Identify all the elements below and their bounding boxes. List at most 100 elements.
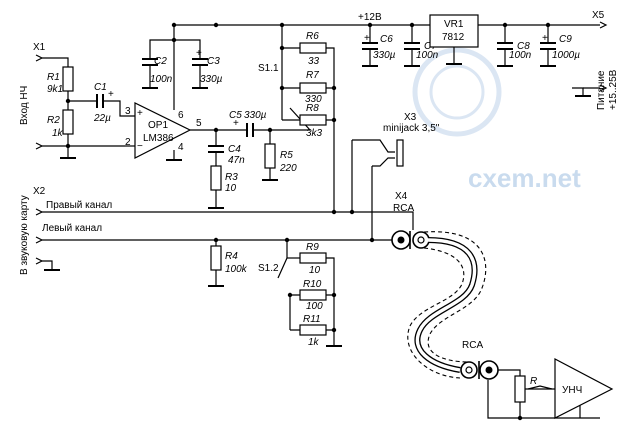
node-s11-out-1 — [331, 85, 337, 91]
c5-plus: + — [233, 118, 239, 129]
left-channel-label: Левый канал — [42, 223, 102, 234]
right-channel-label: Правый канал — [46, 200, 112, 211]
c2-ref: C2 — [154, 56, 167, 67]
r3-value: 10 — [225, 183, 237, 194]
x2-label: X2 — [33, 186, 46, 197]
resistor-r7 — [299, 82, 327, 94]
c4-ref: C4 — [228, 144, 241, 155]
x4-label: X4 — [395, 191, 408, 202]
c1-ref: C1 — [94, 82, 107, 93]
wire-c1-op — [104, 100, 135, 117]
r3-ref: R3 — [225, 172, 238, 183]
node-right-334 — [331, 209, 337, 215]
cable-shield-bottom — [407, 247, 465, 379]
r2-ref: R2 — [47, 115, 60, 126]
r4-ref: R4 — [225, 251, 238, 262]
r8-ref: R8 — [306, 103, 319, 114]
c9-ref: C9 — [559, 34, 572, 45]
node-s12-out-2 — [331, 327, 337, 333]
c9-plus: + — [542, 33, 548, 44]
r11-ref: R11 — [303, 314, 321, 325]
c2-value: 100n — [150, 74, 173, 85]
s11-out-taps — [326, 87, 334, 121]
wire-c3 — [174, 39, 201, 58]
r-ref: R — [530, 376, 537, 387]
op-minus: − — [137, 141, 143, 152]
wire-power-gnd — [572, 87, 584, 96]
resistor-r1 — [62, 66, 74, 92]
r6-value: 33 — [308, 56, 320, 67]
capacitor-c7 — [404, 42, 420, 50]
node-s11-2 — [279, 85, 285, 91]
arrow-soundcard-gnd — [35, 257, 44, 265]
r5-ref: R5 — [280, 150, 293, 161]
x5-arrow-top — [599, 21, 608, 29]
minijack-pin-bottom — [372, 157, 395, 167]
x5-arrow-bottom — [599, 84, 608, 92]
s12-label: S1.2 — [258, 263, 279, 274]
r1-ref: R1 — [47, 72, 60, 83]
rca-bottom-jack — [460, 360, 499, 380]
arrow-right-channel — [35, 208, 44, 216]
x3-label: X3 — [404, 112, 417, 123]
s11-label: S1.1 — [258, 63, 279, 74]
s12-wiper — [277, 257, 288, 279]
wire-input-top — [42, 57, 69, 67]
c5-ref: C5 — [229, 110, 242, 121]
c1-plus: + — [108, 89, 114, 100]
power-label: Питание — [596, 70, 607, 110]
c5-value: 330µ — [244, 110, 267, 121]
vr1-part: 7812 — [442, 32, 465, 43]
c6-plus: + — [364, 33, 370, 44]
r4-value: 100k — [225, 264, 248, 275]
c6-ref: C6 — [380, 34, 393, 45]
node-s12 — [287, 292, 293, 298]
c6-value: 330µ — [373, 50, 396, 61]
c3-plus: + — [196, 48, 202, 59]
wire-rca-bottom-signal — [498, 369, 521, 376]
r11-value: 1k — [308, 337, 320, 348]
r5-value: 220 — [279, 163, 297, 174]
regulator-vr1 — [429, 14, 479, 48]
node-s11-out-2 — [331, 117, 337, 123]
input-arrow-bottom — [35, 142, 44, 150]
wire-rca-bottom-gnd — [487, 380, 600, 419]
pin-3: 3 — [125, 106, 131, 117]
s11-taps — [282, 47, 300, 121]
rca-top-jack — [391, 230, 430, 250]
node-right-352 — [349, 209, 355, 215]
minijack-body — [396, 139, 404, 167]
capacitor-c3 — [192, 58, 208, 66]
rca-top-label: RCA — [393, 203, 414, 214]
watermark: cxem.net — [412, 47, 581, 193]
wire-c2 — [149, 39, 174, 58]
x1-label: X1 — [33, 42, 46, 53]
r2-value: 1k — [52, 128, 64, 139]
resistor-r9 — [299, 252, 327, 264]
minijack-pin-top — [352, 139, 395, 153]
x5-label: X5 — [592, 10, 605, 21]
capacitor-c1 — [96, 94, 104, 108]
c8-value: 100n — [509, 50, 532, 61]
r7-value: 330 — [305, 94, 322, 105]
r6-ref: R6 — [306, 31, 319, 42]
s12-collector — [326, 257, 335, 346]
input-label: Вход НЧ — [19, 86, 30, 125]
r10-ref: R10 — [303, 279, 322, 290]
pin-5: 5 — [196, 118, 202, 129]
pin-4: 4 — [178, 142, 184, 153]
c1-value: 22µ — [93, 113, 111, 124]
r8-value: 3k3 — [306, 128, 323, 139]
resistor-r3 — [210, 165, 222, 191]
opamp-op1 — [134, 102, 192, 159]
r-wiper-arrow — [527, 385, 553, 390]
capacitor-c4 — [208, 145, 224, 153]
c8-ref: C8 — [517, 41, 530, 52]
capacitor-c5 — [246, 123, 254, 137]
resistor-r8 — [299, 114, 327, 126]
op-plus: + — [137, 108, 143, 119]
wire-rca-top-shield — [400, 211, 414, 230]
soundcard-label: В звуковую карту — [19, 195, 30, 275]
arrow-left-channel — [35, 236, 44, 244]
node-input-gnd — [65, 143, 71, 149]
